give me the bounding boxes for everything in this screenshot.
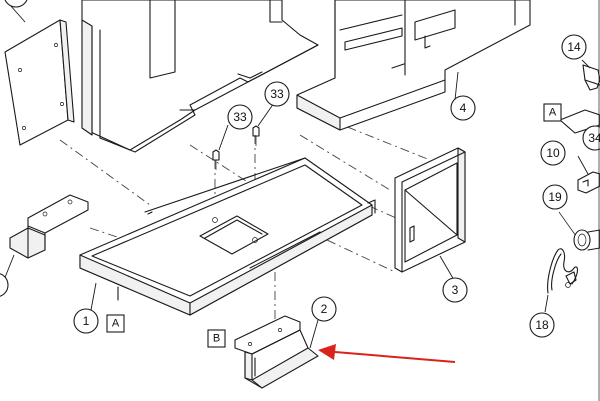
callout-2: 2 xyxy=(311,296,337,322)
svg-text:4: 4 xyxy=(460,101,467,115)
callout-1: 1 xyxy=(73,308,99,334)
callout-34: 34 xyxy=(582,125,600,151)
part-1-base-tray xyxy=(79,157,376,316)
upper-frame-assembly xyxy=(81,0,319,153)
part-10-latch xyxy=(577,171,600,194)
callout-4: 4 xyxy=(450,95,476,121)
callout-18: 18 xyxy=(529,312,555,338)
svg-text:33: 33 xyxy=(233,110,247,124)
part-2-bracket xyxy=(234,315,319,389)
svg-text:1: 1 xyxy=(83,314,90,328)
svg-text:5: 5 xyxy=(13,0,20,2)
svg-text:19: 19 xyxy=(548,190,562,204)
callout-partial-left xyxy=(0,273,9,297)
reference-tag-a-right: A xyxy=(543,103,562,122)
svg-text:A: A xyxy=(112,318,120,330)
part-5-side-panel xyxy=(4,19,75,146)
callout-33-right: 33 xyxy=(264,81,290,107)
part-14-handle xyxy=(582,64,600,91)
part-3-corner-frame xyxy=(394,147,466,273)
svg-text:3: 3 xyxy=(452,283,459,297)
part-4-front-panel xyxy=(296,0,531,131)
callout-14: 14 xyxy=(561,34,587,60)
callout-19: 19 xyxy=(542,184,568,210)
svg-text:A: A xyxy=(549,107,557,119)
left-bracket xyxy=(9,194,89,259)
callout-33-left: 33 xyxy=(227,104,253,130)
highlight-arrow-shaft xyxy=(334,351,456,363)
svg-text:33: 33 xyxy=(270,87,284,101)
reference-tag-a-base: A xyxy=(106,314,125,333)
svg-text:14: 14 xyxy=(567,40,581,54)
svg-text:2: 2 xyxy=(321,302,328,316)
highlight-arrow xyxy=(318,344,456,363)
svg-text:18: 18 xyxy=(535,318,549,332)
svg-text:B: B xyxy=(213,333,220,345)
part-18-cable xyxy=(547,248,579,294)
callout-5: 5 xyxy=(4,0,28,8)
svg-text:10: 10 xyxy=(546,146,560,160)
part-19-knob xyxy=(558,211,600,251)
callout-3: 3 xyxy=(442,277,468,303)
callout-10: 10 xyxy=(540,140,566,166)
part-33-screws xyxy=(212,125,260,170)
highlight-arrow-head xyxy=(318,344,336,360)
svg-text:34: 34 xyxy=(588,131,600,145)
reference-tag-b-base: B xyxy=(207,329,226,348)
